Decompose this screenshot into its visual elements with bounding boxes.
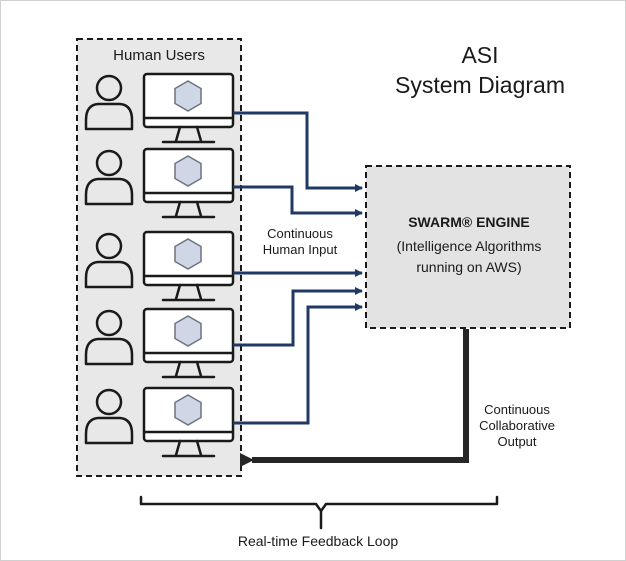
diagram-title-line2: System Diagram: [395, 72, 565, 98]
diagram-title: ASI System Diagram: [360, 40, 600, 100]
user-row: [84, 147, 235, 219]
diagram-title-line1: ASI: [461, 42, 499, 68]
user-rows: [84, 72, 235, 458]
hexagon-icon: [174, 80, 202, 112]
input-label: Continuous Human Input: [240, 226, 360, 258]
output-label-line1: Continuous: [484, 402, 550, 417]
user-icon: [84, 74, 134, 131]
input-label-line2: Human Input: [262, 242, 338, 257]
feedback-loop-brace: [139, 495, 499, 530]
input-arrow-5: [233, 303, 363, 425]
engine-desc-line1: (Intelligence Algorithms: [396, 238, 542, 254]
input-arrows: [233, 111, 363, 425]
output-label-line3: Output: [497, 434, 537, 449]
hexagon-icon: [174, 394, 202, 426]
engine-desc-line2: running on AWS): [416, 259, 522, 275]
user-icon: [84, 388, 134, 445]
user-row: [84, 386, 235, 458]
output-arrow: [240, 329, 469, 467]
hexagon-icon: [174, 155, 202, 187]
user-row: [84, 230, 235, 302]
user-row: [84, 72, 235, 144]
user-icon: [84, 232, 134, 289]
output-label-line2: Collaborative: [479, 418, 555, 433]
input-arrow-4: [233, 287, 363, 347]
output-label: Continuous Collaborative Output: [462, 402, 572, 450]
engine-description: (Intelligence Algorithms running on AWS): [368, 236, 570, 278]
input-label-line1: Continuous: [267, 226, 333, 241]
users-panel-title: Human Users: [113, 47, 205, 64]
input-arrow-1: [233, 111, 363, 192]
input-arrow-2: [233, 185, 363, 217]
hexagon-icon: [174, 238, 202, 270]
user-row: [84, 307, 235, 379]
engine-name: SWARM® ENGINE: [408, 214, 530, 230]
hexagon-icon: [174, 315, 202, 347]
user-icon: [84, 149, 134, 206]
engine-box: [365, 165, 571, 329]
feedback-loop-label: Real-time Feedback Loop: [237, 533, 399, 549]
user-icon: [84, 309, 134, 366]
